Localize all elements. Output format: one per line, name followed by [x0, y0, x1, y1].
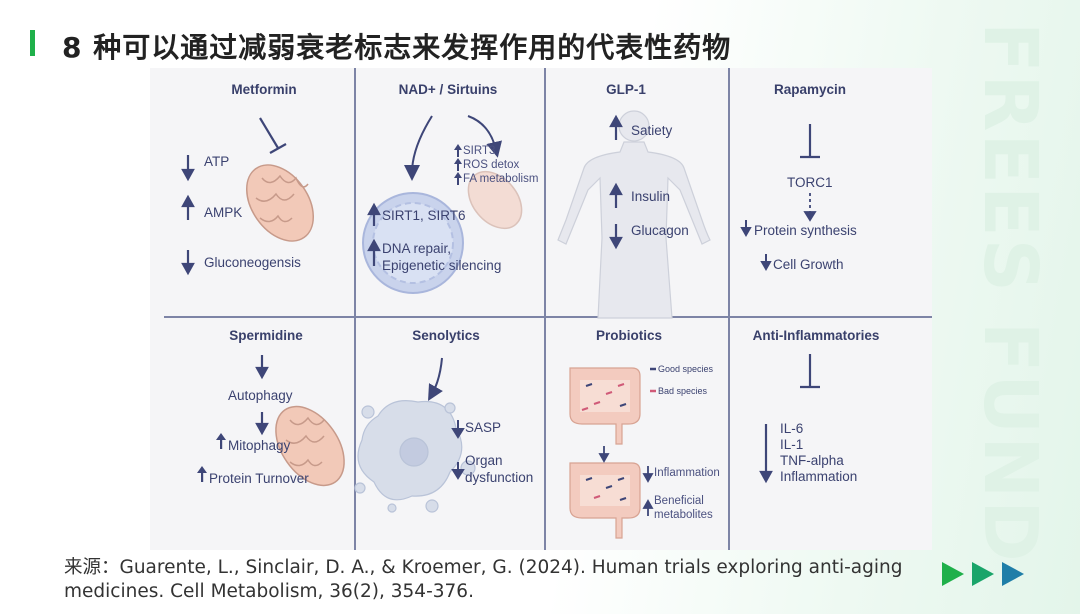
label-il6: IL-6 — [780, 421, 804, 436]
dashed-arrow-icon — [803, 193, 817, 222]
panel-title-nad-sirtuins: NAD+ / Sirtuins — [398, 82, 498, 97]
arrow-down-icon — [181, 155, 195, 182]
arrow-up-icon — [367, 202, 381, 266]
inhibit-icon — [259, 117, 287, 154]
inhibit-icon — [800, 124, 820, 159]
panel-title-probiotics: Probiotics — [595, 328, 663, 343]
inhibit-icon — [800, 354, 820, 389]
label-fa-metabolism: FA metabolism — [463, 173, 539, 185]
panel-title-anti-inflammatories: Anti-Inflammatories — [752, 328, 880, 343]
label-atp: ATP — [204, 154, 230, 169]
label-ros-detox: ROS detox — [463, 159, 520, 171]
source-citation: 来源：Guarente, L., Sinclair, D. A., & Kroe… — [64, 557, 903, 602]
label-mitophagy: Mitophagy — [228, 438, 291, 453]
arrow-up-icon — [609, 114, 623, 208]
label-inflammation-anti: Inflammation — [780, 469, 858, 484]
label-dysfunction: dysfunction — [465, 470, 534, 485]
human-body-icon — [557, 110, 711, 319]
mitochondrion-icon — [275, 405, 345, 487]
play-arrow-icon — [942, 562, 964, 586]
label-cell-growth: Cell Growth — [773, 257, 844, 272]
legend-good-species: Good species — [658, 364, 714, 374]
grid-line-vertical-1 — [354, 68, 356, 550]
label-il1: IL-1 — [780, 437, 804, 452]
slide-title: 8 种可以通过减弱衰老标志来发挥作用的代表性药物 — [62, 31, 732, 64]
intestine-icon — [569, 462, 641, 539]
arrow-down-icon — [740, 220, 772, 272]
grid-line-vertical-3 — [728, 68, 730, 550]
mitochondrion-icon — [245, 164, 315, 242]
panel-title-glp1: GLP-1 — [606, 82, 646, 97]
legend-markers — [650, 367, 656, 393]
bacteria-markers — [581, 383, 627, 501]
watermark-text: FREES FUND — [967, 22, 1053, 564]
senescent-cell-icon — [354, 400, 476, 513]
label-autophagy: Autophagy — [228, 388, 293, 403]
arrow-down-icon — [609, 224, 623, 250]
arrow-down-icon — [181, 250, 195, 276]
intestine-icon — [569, 367, 641, 445]
arrow-down-icon — [451, 420, 465, 480]
label-gluconeogenesis: Gluconeogensis — [204, 255, 301, 270]
label-beneficial: Beneficial — [654, 495, 704, 507]
label-ampk: AMPK — [204, 205, 243, 220]
arrow-up-icon — [642, 499, 654, 516]
label-inflammation-probiotics: Inflammation — [654, 467, 720, 479]
label-sirt3: SIRT3 — [463, 145, 496, 157]
label-satiety: Satiety — [631, 123, 673, 138]
arrow-down-icon — [598, 446, 654, 483]
watermark: FREES FUND — [967, 14, 1065, 564]
arrow-down-icon — [759, 424, 773, 484]
panel-title-rapamycin: Rapamycin — [773, 82, 847, 97]
arrow-up-icon — [197, 433, 226, 482]
label-epigenetic-silencing: Epigenetic silencing — [382, 258, 502, 273]
figure-graphics — [181, 110, 820, 539]
play-arrow-icon — [972, 562, 994, 586]
label-organ: Organ — [465, 453, 503, 468]
drug-figure: Metformin ATP AMPK Gluconeogensis NAD+ /… — [150, 68, 932, 550]
label-glucagon: Glucagon — [631, 223, 689, 238]
label-dna-repair: DNA repair, — [382, 241, 452, 256]
play-arrow-icon — [1002, 562, 1024, 586]
panel-title-metformin: Metformin — [231, 82, 297, 97]
label-protein-turnover: Protein Turnover — [209, 471, 309, 486]
arrow-up-icon — [454, 144, 462, 185]
arrow-down-icon — [255, 355, 269, 436]
mitochondrion-icon — [467, 170, 523, 230]
label-metabolites: metabolites — [654, 509, 713, 521]
title-accent-bar — [30, 30, 35, 56]
label-torc1: TORC1 — [787, 175, 833, 190]
label-protein-synthesis: Protein synthesis — [754, 223, 857, 238]
grid-line-vertical-2 — [544, 68, 546, 550]
grid-line-horizontal — [164, 316, 932, 318]
panel-title-spermidine: Spermidine — [229, 328, 303, 343]
panel-title-senolytics: Senolytics — [412, 328, 480, 343]
label-sasp: SASP — [465, 420, 502, 435]
label-tnf-alpha: TNF-alpha — [780, 453, 844, 468]
next-arrows-icon[interactable] — [940, 560, 1030, 588]
label-insulin: Insulin — [631, 189, 671, 204]
label-sirt1-sirt6: SIRT1, SIRT6 — [382, 208, 466, 223]
legend-bad-species: Bad species — [658, 386, 708, 396]
curved-arrow-icon — [404, 115, 502, 181]
arrow-up-icon — [181, 194, 195, 220]
curved-arrow-icon — [428, 357, 443, 401]
